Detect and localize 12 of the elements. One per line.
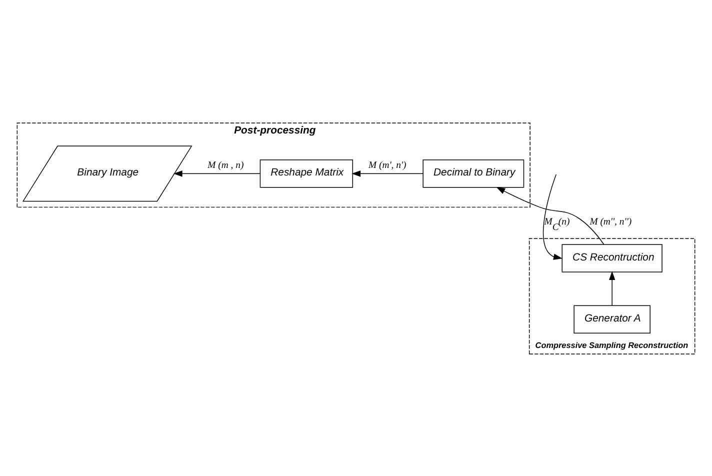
node-box: Generator A: [574, 304, 650, 334]
arrow: [173, 170, 260, 176]
node-box: Reshape Matrix: [260, 158, 354, 188]
arrow: [352, 170, 424, 176]
arrow: [542, 174, 562, 260]
edge-label: M (m'', n''): [590, 216, 632, 228]
edge-label: M (m', n'): [368, 159, 406, 170]
edge-label: M (m , n): [208, 159, 244, 170]
arrow: [496, 186, 604, 244]
node-box: CS Recontruction: [562, 244, 662, 272]
arrow: [608, 270, 616, 306]
node-box: Decimal to Binary: [422, 158, 524, 188]
